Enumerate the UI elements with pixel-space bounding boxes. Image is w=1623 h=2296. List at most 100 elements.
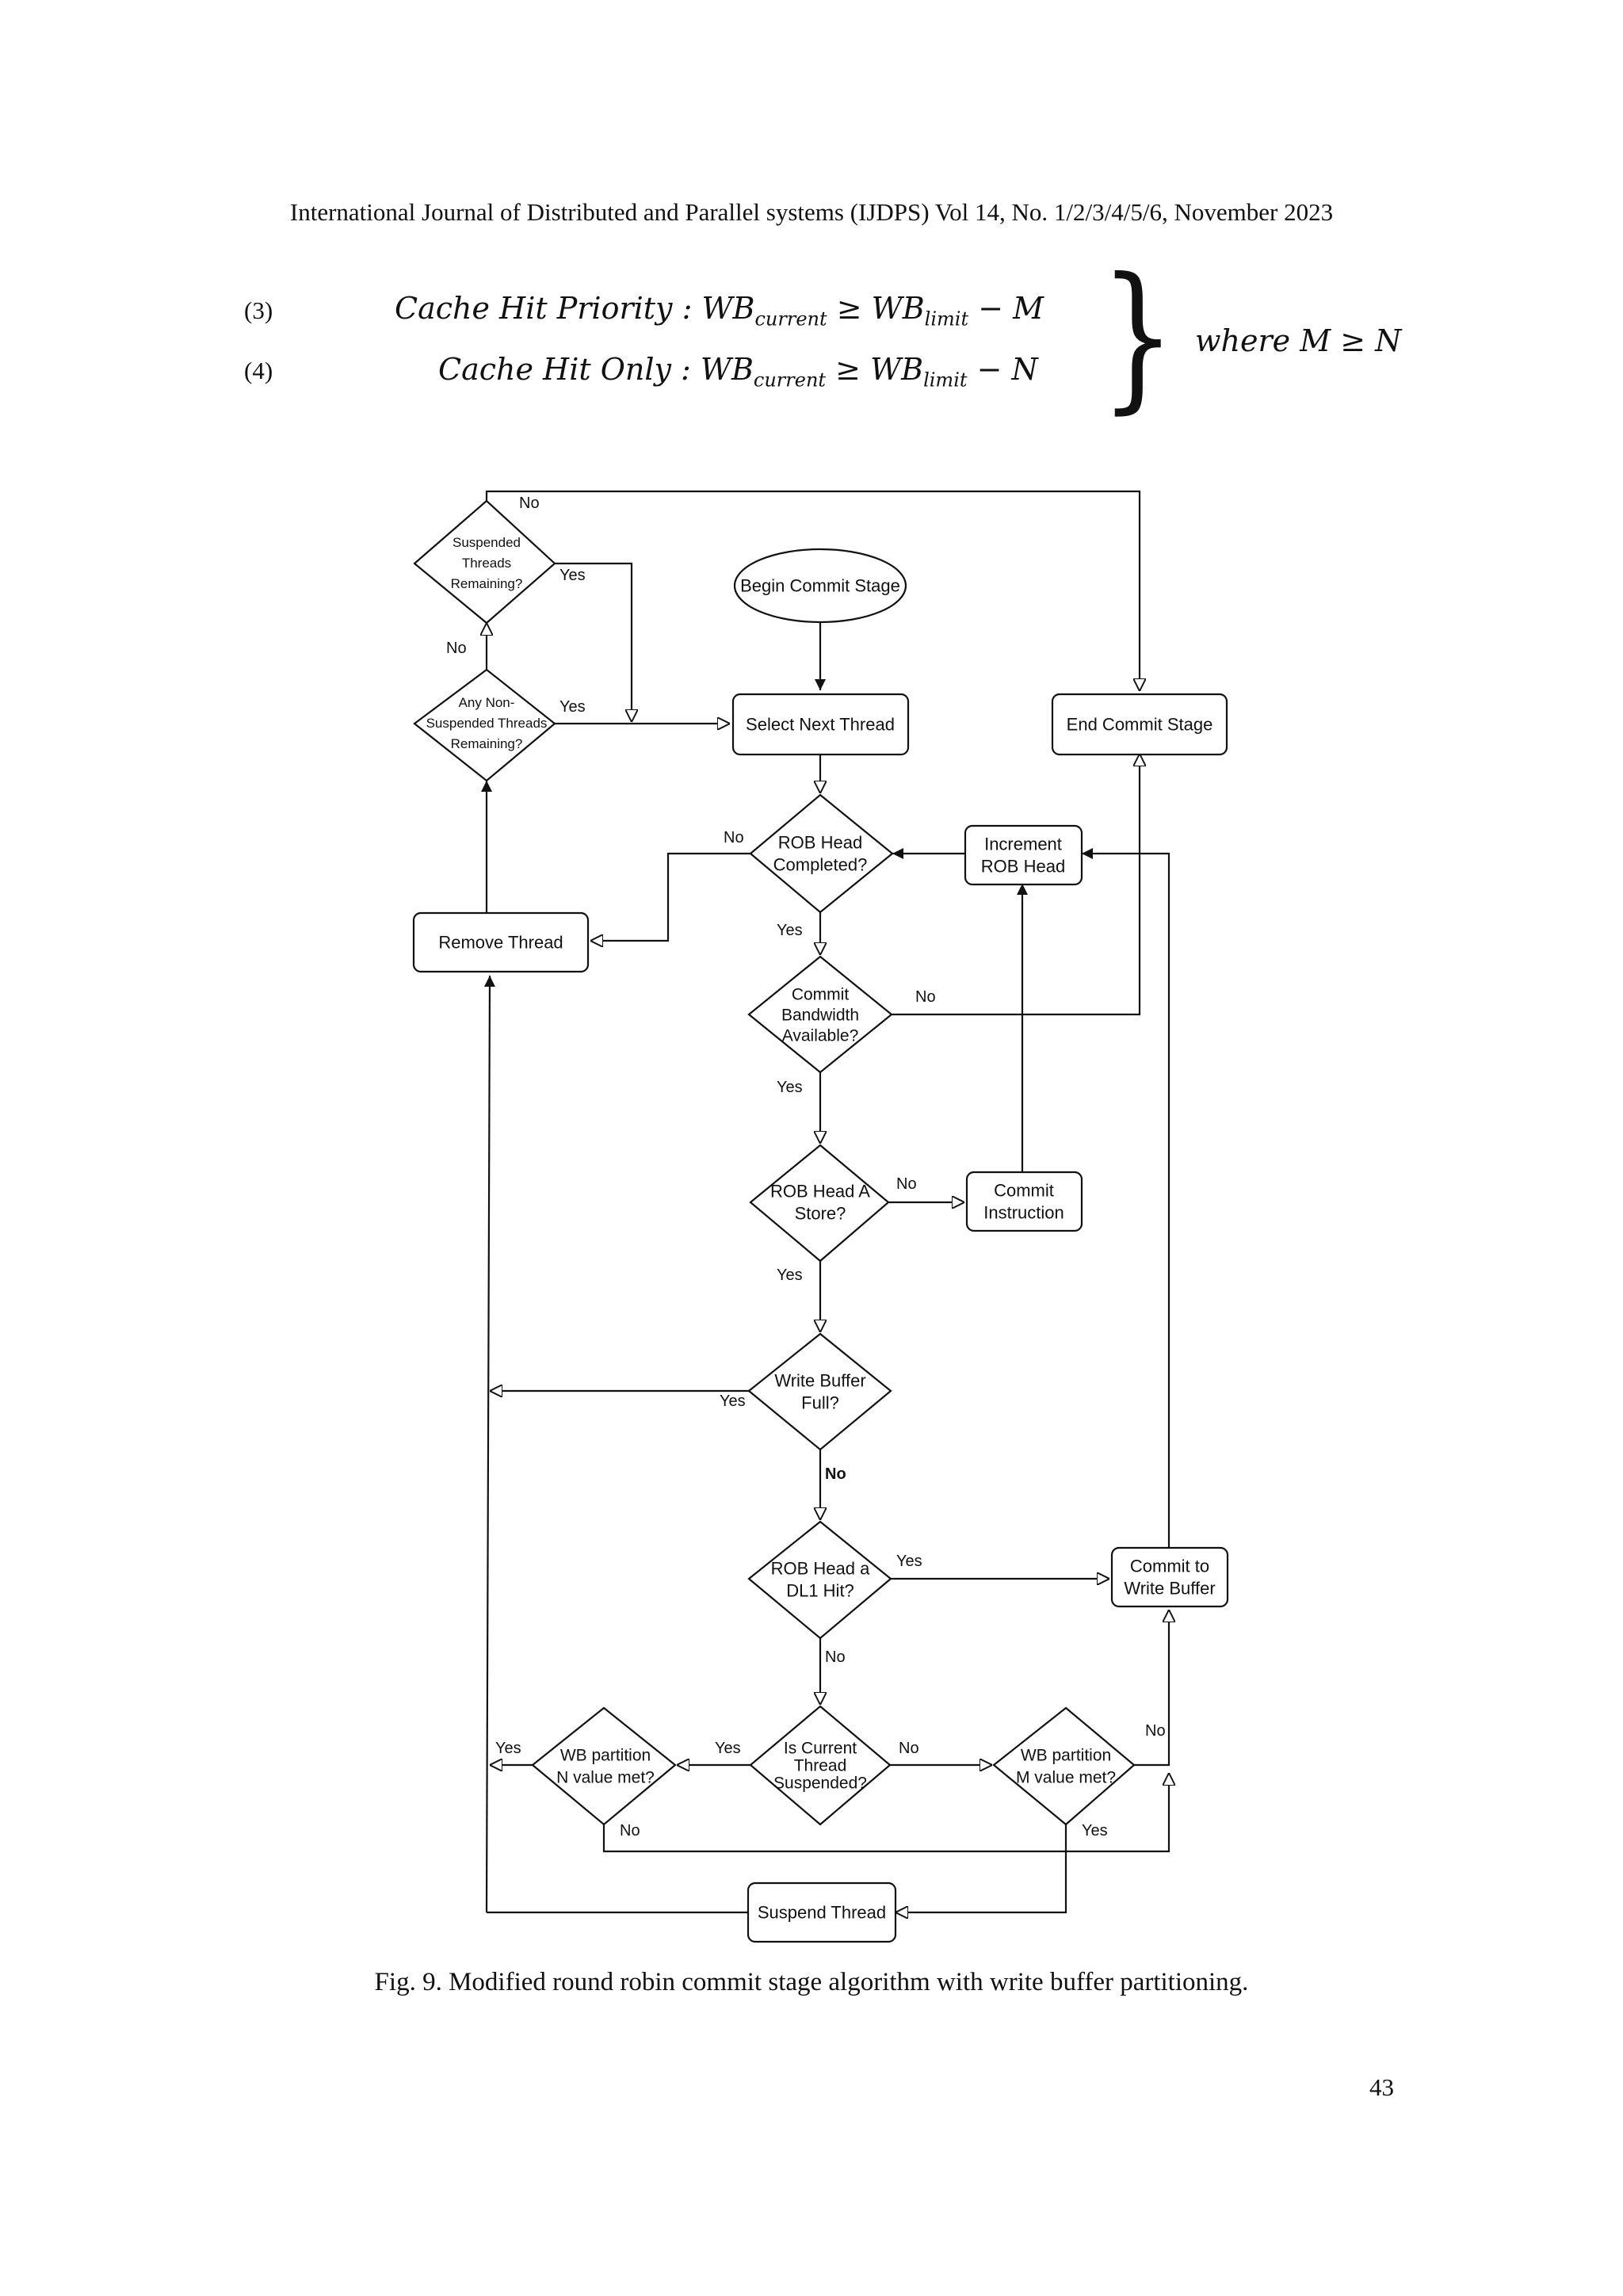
node-label-wb-n: WB partition: [560, 1746, 651, 1764]
node-rob-dl1: [747, 1520, 892, 1640]
node-label-any-nonsuspended: Remaining?: [451, 736, 523, 751]
edge-suspended-yes-select: [555, 562, 632, 722]
edge-left-remove: [483, 975, 495, 1913]
equation-3-rhs: WB: [871, 291, 925, 326]
node-label-commit-wb: Commit to: [1130, 1557, 1209, 1576]
page-number: 43: [1369, 2073, 1394, 2101]
edge-rob-no-remove: [590, 852, 750, 941]
edge-label-no: No: [825, 1465, 846, 1483]
equation-4-lhs-sub: current: [753, 369, 827, 392]
node-wb-full: [747, 1332, 892, 1451]
node-label-any-nonsuspended: Any Non-: [459, 695, 515, 710]
node-label-is-suspended: Thread: [794, 1756, 847, 1775]
node-label-suspended-remaining: Remaining?: [451, 576, 523, 591]
node-label-wb-m: M value met?: [1016, 1768, 1116, 1786]
equation-4-number: (4): [244, 357, 273, 384]
edge-label-yes: Yes: [777, 1266, 803, 1284]
equation-4-label: Cache Hit Only: [438, 352, 671, 387]
node-label-commit-instruction: Commit: [994, 1181, 1054, 1201]
node-label-rob-completed: Completed?: [773, 855, 868, 875]
node-label-commit-bandwidth: Available?: [782, 1026, 859, 1045]
edge-commitwb-increment: [1082, 848, 1170, 1548]
figure-caption: Fig. 9. Modified round robin commit stag…: [374, 1968, 1249, 1996]
node-rob-store: [749, 1144, 890, 1263]
node-any-nonsuspended: [413, 668, 556, 782]
edge-label-no: No: [519, 495, 540, 512]
equation-4: Cache Hit Only : WBcurrent ≥ WBlimit − N: [438, 352, 1038, 392]
equation-3-lhs: WB: [701, 291, 755, 326]
node-label-is-suspended: Is Current: [784, 1739, 857, 1757]
equation-3-relation: ≥: [836, 291, 862, 326]
equation-brace: }: [1100, 244, 1176, 429]
edge-label-no: No: [724, 829, 744, 846]
equation-4-rhs: WB: [870, 352, 924, 387]
node-label-wb-full: Full?: [801, 1393, 839, 1413]
equation-4-rhs-sub: limit: [923, 369, 968, 392]
equation-3-rhs-sub: limit: [924, 308, 969, 330]
edge-label-yes: Yes: [777, 1079, 803, 1096]
node-commit-bandwidth: [747, 955, 893, 1074]
equation-3-tail: − M: [978, 291, 1044, 326]
node-wb-m: [992, 1706, 1136, 1826]
edge-label-no: No: [825, 1648, 846, 1666]
node-increment-rob: [964, 824, 1083, 886]
node-label-rob-dl1: DL1 Hit?: [786, 1581, 854, 1601]
edge-label-no: No: [915, 988, 936, 1006]
node-label-commit-instruction: Instruction: [983, 1203, 1064, 1223]
edge-label-yes: Yes: [777, 922, 803, 939]
equation-3-label: Cache Hit Priority: [395, 291, 673, 326]
node-remove-thread: [412, 911, 590, 973]
node-label-remove-thread: Remove Thread: [438, 933, 563, 953]
node-label-rob-store: ROB Head A: [770, 1182, 870, 1201]
where-clause: where M ≥ N: [1195, 323, 1402, 358]
edge-label-yes: Yes: [495, 1740, 521, 1757]
edge-wbm-no-commitwb: [1134, 1610, 1169, 1767]
node-begin: [733, 548, 907, 624]
node-label-rob-dl1: ROB Head a: [771, 1559, 870, 1579]
equation-4-relation: ≥: [835, 352, 861, 387]
node-label-end-commit: End Commit Stage: [1067, 715, 1213, 735]
node-commit-instruction: [965, 1171, 1083, 1232]
edge-label-no: No: [446, 640, 467, 657]
node-suspend-thread: [747, 1881, 897, 1943]
node-label-commit-wb: Write Buffer: [1124, 1579, 1215, 1599]
edge-label-yes: Yes: [720, 1392, 746, 1410]
edge-label-yes: Yes: [715, 1740, 741, 1757]
node-label-commit-bandwidth: Commit: [792, 985, 849, 1003]
equation-4-lhs: WB: [700, 352, 754, 387]
node-label-increment-rob: Increment: [984, 835, 1062, 854]
equation-3-number: (3): [244, 296, 273, 324]
edge-label-no: No: [620, 1822, 640, 1839]
node-label-suspended-remaining: Threads: [462, 556, 511, 571]
node-suspended-remaining: [413, 499, 556, 625]
node-label-commit-bandwidth: Bandwidth: [781, 1006, 859, 1024]
edge-label-yes: Yes: [559, 567, 586, 584]
journal-header: International Journal of Distributed and…: [289, 198, 1334, 226]
edge-wbm-yes-suspend: [896, 1824, 1067, 1912]
equation-4-tail: − N: [976, 352, 1038, 387]
edge-label-no: No: [899, 1740, 919, 1757]
node-label-begin: Begin Commit Stage: [740, 576, 900, 596]
node-label-any-nonsuspended: Suspended Threads: [426, 716, 548, 731]
node-wb-n: [531, 1706, 677, 1826]
edge-wbn-no-commitwb: [602, 1773, 1169, 1853]
edge-label-yes: Yes: [896, 1553, 922, 1570]
node-label-increment-rob: ROB Head: [981, 857, 1065, 877]
node-label-wb-m: WB partition: [1021, 1746, 1111, 1764]
edge-suspended-no-end: [485, 490, 1140, 691]
equation-3: Cache Hit Priority : WBcurrent ≥ WBlimit…: [395, 291, 1044, 330]
node-rob-completed: [749, 793, 894, 914]
edge-label-no: No: [1145, 1722, 1166, 1740]
edge-bandwidth-no-end: [892, 754, 1140, 1016]
edge-label-yes: Yes: [1082, 1822, 1108, 1839]
node-label-select-next: Select Next Thread: [746, 715, 895, 735]
node-label-is-suspended: Suspended?: [773, 1774, 867, 1792]
node-label-rob-store: Store?: [795, 1204, 846, 1224]
equation-3-lhs-sub: current: [754, 308, 827, 330]
node-end-commit: [1051, 693, 1228, 756]
node-label-wb-full: Write Buffer: [774, 1371, 865, 1391]
node-label-suspended-remaining: Suspended: [453, 535, 521, 550]
node-label-rob-completed: ROB Head: [778, 833, 862, 853]
node-label-wb-n: N value met?: [556, 1768, 655, 1786]
